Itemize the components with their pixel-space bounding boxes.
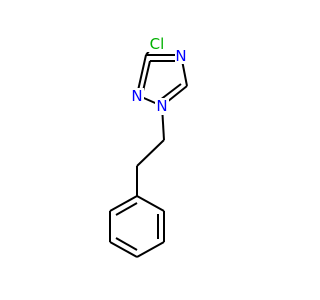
atom-cl: Cl — [146, 34, 168, 53]
bond-ring-3 — [136, 241, 165, 258]
bond-c5-n1-second — [159, 83, 182, 101]
atom-n2-label: N — [131, 87, 142, 105]
label-layer: Cl N N N — [130, 34, 188, 115]
atom-cl-label: Cl — [150, 35, 165, 53]
atom-n4-label: N — [175, 47, 186, 65]
atom-cl-bg — [146, 34, 168, 52]
atom-n2: N — [130, 87, 144, 105]
bond-ring-4 — [109, 241, 138, 258]
bond-n2-c3-second — [142, 60, 151, 92]
bond-ch2a-ch2b — [136, 139, 165, 167]
atom-n1: N — [155, 97, 169, 115]
atom-n2-bg — [130, 88, 144, 105]
bond-ring-1 — [136, 195, 165, 212]
atom-n4: N — [175, 47, 188, 65]
bond-ring-inner-c — [115, 202, 138, 216]
bond-ring-6 — [109, 195, 138, 212]
atom-n1-label: N — [156, 97, 167, 115]
molecule-diagram: Cl N N N — [109, 34, 188, 258]
bond-layer — [109, 45, 188, 258]
atom-n4-bg — [175, 47, 188, 64]
atom-n1-bg — [155, 98, 169, 115]
bond-ring-inner-b — [115, 237, 138, 251]
